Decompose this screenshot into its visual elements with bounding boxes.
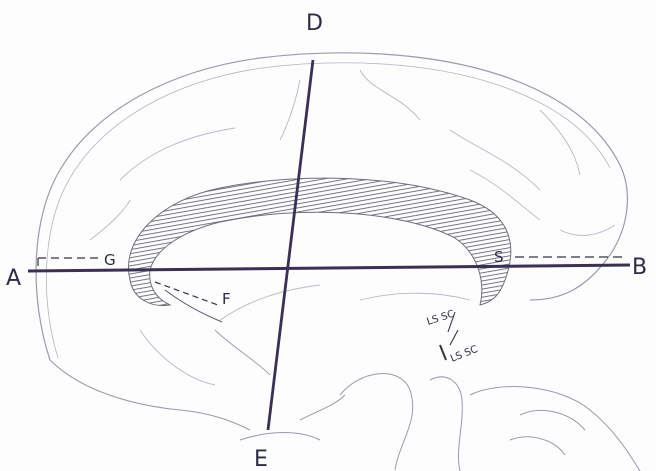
- ls-sc-mark: [440, 345, 446, 360]
- fornix-line: [165, 290, 222, 322]
- label-s: S: [494, 248, 504, 266]
- label-ls-sc-lower: LS SC: [449, 344, 479, 365]
- fornix-lower-line: [215, 330, 270, 375]
- label-e: E: [254, 447, 268, 471]
- label-f: F: [222, 290, 231, 308]
- label-g: G: [104, 251, 116, 269]
- label-a: A: [6, 266, 21, 291]
- brainstem-cerebellum: [240, 374, 640, 471]
- label-d: D: [306, 11, 323, 36]
- corpus-callosum: [128, 178, 510, 305]
- frontal-lower-contour: [50, 360, 250, 430]
- label-b: B: [632, 255, 647, 280]
- label-ls-sc-upper: LS SC: [426, 309, 456, 328]
- line-a-b: [28, 265, 630, 271]
